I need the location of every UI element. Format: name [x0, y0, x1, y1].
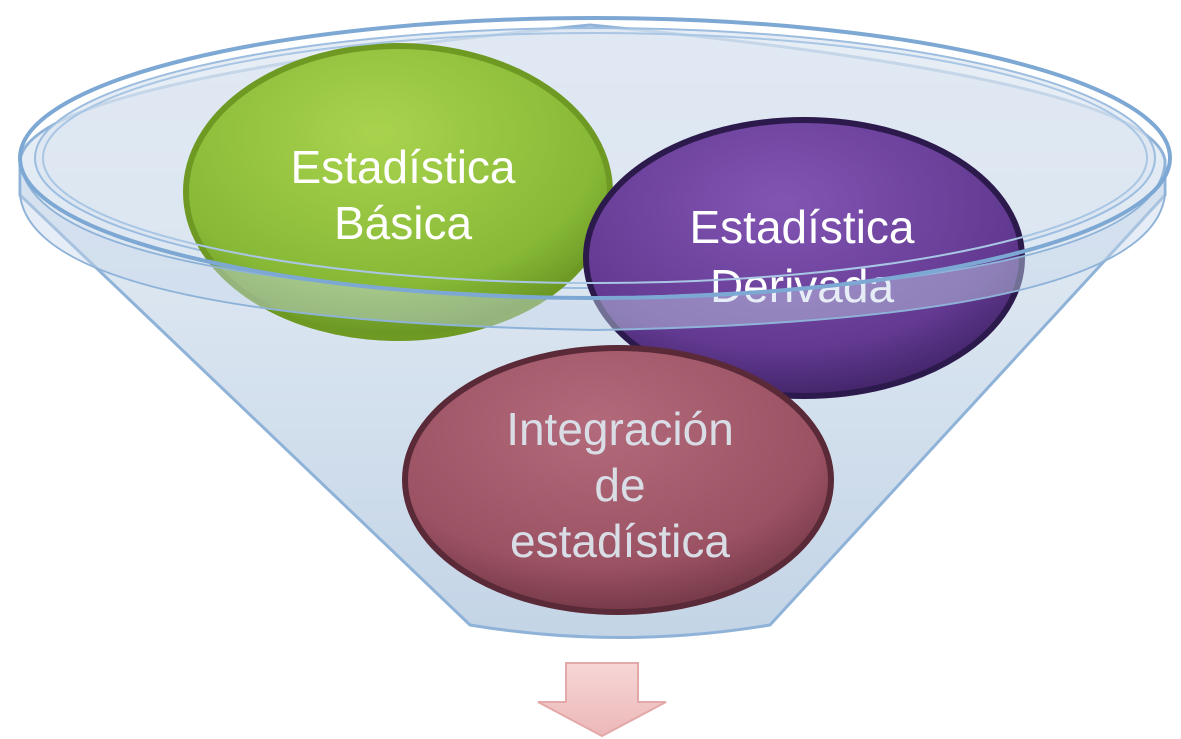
funnel-rim-outline — [18, 16, 1172, 300]
down-arrow-icon — [537, 662, 667, 738]
circle-label-line: Integración — [506, 403, 734, 455]
circle-label-line: Estadística — [291, 141, 516, 193]
circle-label-line: Básica — [334, 197, 472, 249]
circle-label-line: de — [594, 459, 645, 511]
funnel-rim-inner-outline — [42, 32, 1148, 284]
circle-label-line: Estadística — [690, 201, 915, 253]
circle-integracion-estadistica: Integración de estadística — [402, 345, 834, 615]
circle-estadistica-basica: Estadística Básica — [183, 43, 613, 341]
circle-label-line: estadística — [510, 515, 730, 567]
circle-label-line: Derivada — [710, 260, 895, 312]
